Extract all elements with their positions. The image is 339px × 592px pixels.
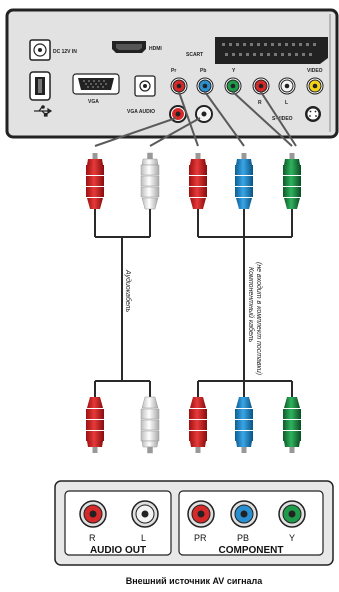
scart-label: SCART bbox=[186, 52, 203, 58]
source-r-label: R bbox=[89, 533, 96, 543]
vga-audio-label: VGA AUDIO bbox=[127, 109, 155, 115]
audio-plug-bottom-red bbox=[86, 397, 104, 453]
device-r-jack bbox=[252, 77, 270, 95]
device-y-label: Y bbox=[232, 68, 236, 74]
device-pb-label: Pb bbox=[200, 68, 206, 74]
dc-label: DC 12V IN bbox=[53, 49, 77, 55]
component-plug-bottom-red bbox=[189, 397, 207, 453]
source-pb-label: PB bbox=[237, 533, 249, 543]
hdmi-label: HDMI bbox=[149, 46, 162, 52]
source-jack-l bbox=[131, 500, 159, 528]
device-l-label: L bbox=[285, 100, 288, 106]
cable-leads bbox=[94, 91, 297, 147]
component-plug-top-red bbox=[189, 153, 207, 209]
source-y-label: Y bbox=[289, 533, 295, 543]
usb-icon bbox=[34, 105, 53, 117]
device-r-label: R bbox=[258, 100, 262, 106]
source-jack-r bbox=[79, 500, 107, 528]
source-jack-y bbox=[278, 500, 306, 528]
device-l-jack bbox=[278, 77, 296, 95]
audio-cable bbox=[94, 209, 151, 397]
device-pr-jack bbox=[170, 77, 188, 95]
usb-port bbox=[29, 71, 51, 101]
audio-cable-label: Аудиокабель bbox=[124, 269, 132, 312]
caption: Внешний источник AV сигнала bbox=[126, 576, 264, 586]
audio-plug-top-red bbox=[86, 153, 104, 209]
source-jack-pr bbox=[187, 500, 215, 528]
component-plug-top-green bbox=[283, 153, 301, 209]
component-cable-label-line2: (не входит в комплект поставки) bbox=[255, 262, 263, 375]
source-l-label: L bbox=[141, 533, 146, 543]
source-pr-label: PR bbox=[194, 533, 207, 543]
vga-audio-jack bbox=[134, 75, 156, 97]
vga-port bbox=[72, 73, 120, 95]
scart-port bbox=[215, 37, 328, 64]
component-plug-top-blue bbox=[235, 153, 253, 209]
device-video-jack bbox=[306, 77, 324, 95]
video-label: VIDEO bbox=[307, 68, 323, 74]
audio-out-label: AUDIO OUT bbox=[90, 545, 146, 556]
device-y-jack bbox=[224, 77, 242, 95]
device-pr-label: Pr bbox=[171, 68, 176, 74]
device-pb-jack bbox=[196, 77, 214, 95]
svideo-port bbox=[305, 106, 321, 122]
dc-power-jack bbox=[29, 39, 51, 61]
vga-label: VGA bbox=[88, 99, 99, 105]
audio-plug-top-white bbox=[140, 152, 160, 210]
component-cable-label-line1: Компонентный кабель bbox=[247, 267, 255, 343]
component-plug-bottom-green bbox=[283, 397, 301, 453]
hdmi-port bbox=[112, 41, 146, 53]
component-label: COMPONENT bbox=[219, 545, 284, 556]
component-plug-bottom-blue bbox=[235, 397, 253, 453]
source-jack-pb bbox=[230, 500, 258, 528]
audio-plug-bottom-white bbox=[140, 396, 160, 454]
component-cable bbox=[197, 209, 293, 397]
svideo-label: S-VIDEO bbox=[272, 116, 293, 122]
